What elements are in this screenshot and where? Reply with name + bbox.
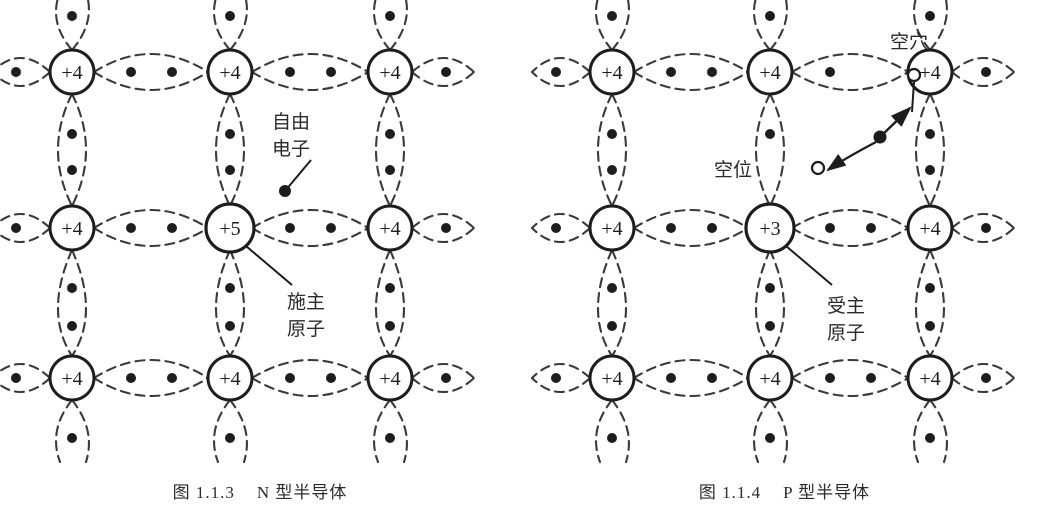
donor-atom-annotation: 施主 原子 bbox=[245, 245, 325, 340]
atom-core-label: +4 bbox=[61, 218, 82, 240]
atom-core-label: +4 bbox=[601, 368, 622, 390]
atom-core-label: +4 bbox=[379, 368, 400, 390]
atom-core-label: +3 bbox=[759, 218, 780, 240]
n-valence-electrons bbox=[11, 11, 451, 443]
n-bonds-vertical bbox=[54, 0, 408, 464]
caption-figure-title: P 型半导体 bbox=[783, 483, 871, 502]
p-atom-cores: +4 +4 +4 +4 +3 +4 +4 +4 +4 bbox=[588, 48, 954, 402]
figure-n-type-semiconductor: +4 +4 +4 +4 +5 +4 +4 +4 +4 bbox=[0, 0, 520, 520]
donor-atom-label-line1: 施主 bbox=[287, 291, 325, 313]
atom-core: +4 bbox=[48, 354, 96, 402]
hole-annotation: 空穴 bbox=[890, 31, 928, 113]
free-electron-leader-line bbox=[284, 159, 312, 192]
atom-core-label: +4 bbox=[601, 218, 622, 240]
figure-caption-p-type: 图 1.1.4 P 型半导体 bbox=[520, 478, 1049, 503]
atom-core-label: +4 bbox=[379, 218, 400, 240]
atom-core: +4 bbox=[206, 354, 254, 402]
atom-core: +4 bbox=[906, 354, 954, 402]
donor-atom-label-line2: 原子 bbox=[287, 318, 325, 340]
atom-core: +4 bbox=[366, 354, 414, 402]
electron-from-vacancy-arrow bbox=[826, 141, 877, 172]
moving-electron-dot bbox=[873, 130, 887, 144]
donor-atom-core: +5 bbox=[204, 202, 256, 254]
atom-core: +4 bbox=[746, 48, 794, 96]
n-bonds-horizontal bbox=[0, 52, 476, 398]
atom-core-label: +4 bbox=[61, 368, 82, 390]
atom-core-label: +4 bbox=[919, 62, 940, 84]
atom-core-label: +4 bbox=[759, 62, 780, 84]
n-type-lattice-canvas: +4 +4 +4 +4 +5 +4 +4 +4 +4 bbox=[0, 0, 476, 464]
figure-caption-n-type: 图 1.1.3 N 型半导体 bbox=[0, 478, 520, 503]
atom-core: +4 bbox=[366, 204, 414, 252]
donor-atom-leader-line bbox=[245, 245, 293, 286]
p-type-lattice-canvas: +4 +4 +4 +4 +3 +4 +4 +4 +4 bbox=[530, 0, 1016, 464]
atom-core-label: +4 bbox=[61, 62, 82, 84]
atom-core-label: +5 bbox=[219, 218, 240, 240]
p-valence-electrons bbox=[551, 11, 991, 443]
acceptor-atom-label-line1: 受主 bbox=[827, 295, 865, 317]
caption-figure-number: 图 1.1.3 bbox=[172, 483, 235, 502]
free-electron-label-line1: 自由 bbox=[272, 111, 310, 133]
hole-connector-line bbox=[911, 81, 915, 113]
atom-core-label: +4 bbox=[601, 62, 622, 84]
electron-transition-annotation bbox=[826, 106, 912, 172]
atom-core-label: +4 bbox=[379, 62, 400, 84]
atom-core: +4 bbox=[206, 48, 254, 96]
p-bonds-vertical bbox=[594, 0, 948, 464]
n-atom-cores: +4 +4 +4 +4 +5 +4 +4 +4 +4 bbox=[48, 48, 414, 402]
atom-core: +4 bbox=[48, 48, 96, 96]
vacancy-label: 空位 bbox=[714, 159, 752, 181]
atom-core: +4 bbox=[746, 354, 794, 402]
atom-core: +4 bbox=[588, 354, 636, 402]
vacancy-open-circle bbox=[810, 160, 826, 176]
atom-core-label: +4 bbox=[919, 218, 940, 240]
atom-core-label: +4 bbox=[919, 368, 940, 390]
acceptor-atom-core: +3 bbox=[744, 202, 796, 254]
atom-core: +4 bbox=[588, 48, 636, 96]
acceptor-atom-label-line2: 原子 bbox=[827, 322, 865, 344]
vacancy-annotation: 空位 bbox=[714, 159, 826, 181]
atom-core: +4 bbox=[48, 204, 96, 252]
atom-core-label: +4 bbox=[219, 368, 240, 390]
caption-figure-number: 图 1.1.4 bbox=[698, 483, 762, 502]
free-electron-label-line2: 电子 bbox=[272, 138, 310, 160]
figure-p-type-semiconductor: +4 +4 +4 +4 +3 +4 +4 +4 +4 bbox=[520, 0, 1049, 520]
hole-label: 空穴 bbox=[890, 31, 928, 53]
atom-core-label: +4 bbox=[759, 368, 780, 390]
acceptor-atom-annotation: 受主 原子 bbox=[785, 245, 865, 344]
atom-core: +4 bbox=[906, 204, 954, 252]
acceptor-atom-leader-line bbox=[785, 245, 833, 286]
hole-open-circle bbox=[906, 67, 922, 83]
atom-core: +4 bbox=[588, 204, 636, 252]
atom-core: +4 bbox=[366, 48, 414, 96]
atom-core-label: +4 bbox=[219, 62, 240, 84]
p-bonds-horizontal bbox=[530, 52, 1016, 398]
electron-to-hole-arrow bbox=[879, 106, 912, 138]
free-electron-annotation: 自由 电子 bbox=[272, 111, 312, 197]
caption-figure-title: N 型半导体 bbox=[256, 483, 348, 502]
